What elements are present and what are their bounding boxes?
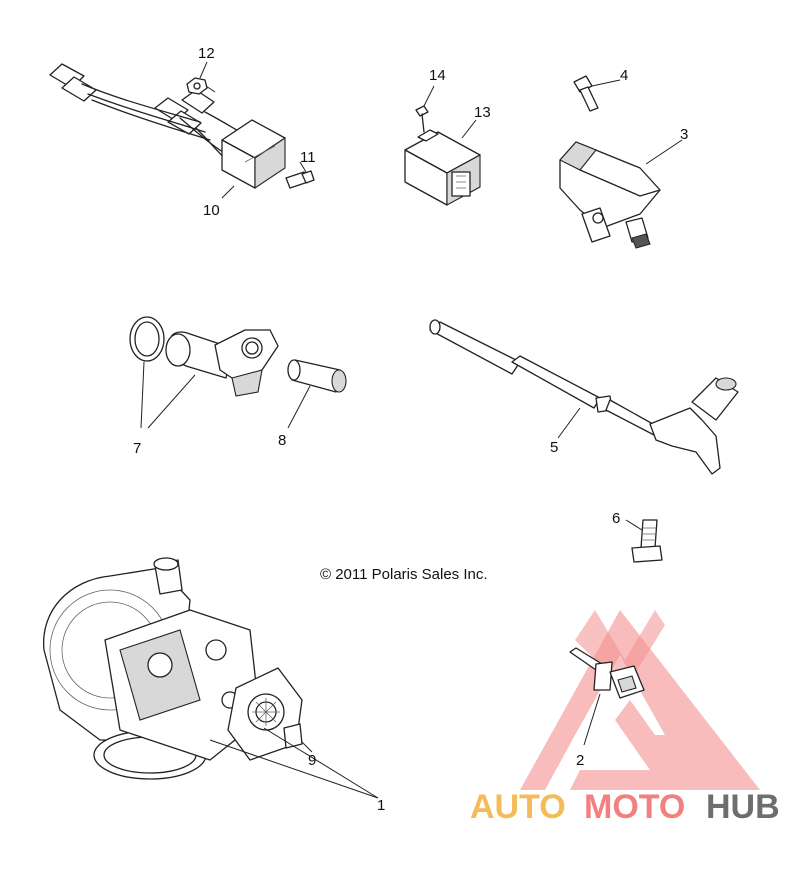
watermark-text-moto: MOTO [584,788,685,826]
callout-6: 6 [612,510,620,527]
part-bolt [625,519,663,563]
part-temp-sensor [569,647,645,746]
watermark-chevron [575,610,665,690]
callout-3: 3 [680,126,688,143]
copyright-notice: © 2011 Polaris Sales Inc. [320,566,488,583]
watermark-text-auto: AUTO [470,788,566,826]
callout-14: 14 [429,67,446,84]
watermark-text-hub: HUB [706,788,780,826]
part-relay [404,85,481,206]
callout-13: 13 [474,104,491,121]
callout-12: 12 [198,45,215,62]
watermark-logo: AUTO MOTO HUB [470,610,780,826]
callout-5: 5 [550,439,558,456]
callout-7: 7 [133,440,141,457]
callout-2: 2 [576,752,584,769]
callout-4: 4 [620,67,628,84]
part-harness-module [49,61,315,199]
callout-11: 11 [300,149,316,166]
callout-labels: 1 2 3 4 5 6 7 8 9 10 11 12 13 14 [133,45,688,814]
callout-8: 8 [278,432,286,449]
part-probe-sensor [429,319,739,475]
callout-9: 9 [308,752,316,769]
callout-10: 10 [203,202,220,219]
part-throttle-body [43,557,379,799]
part-map-sensor [559,75,683,249]
callout-1: 1 [377,797,385,814]
watermark-triangle [520,610,760,790]
part-speed-sensor [129,316,347,429]
